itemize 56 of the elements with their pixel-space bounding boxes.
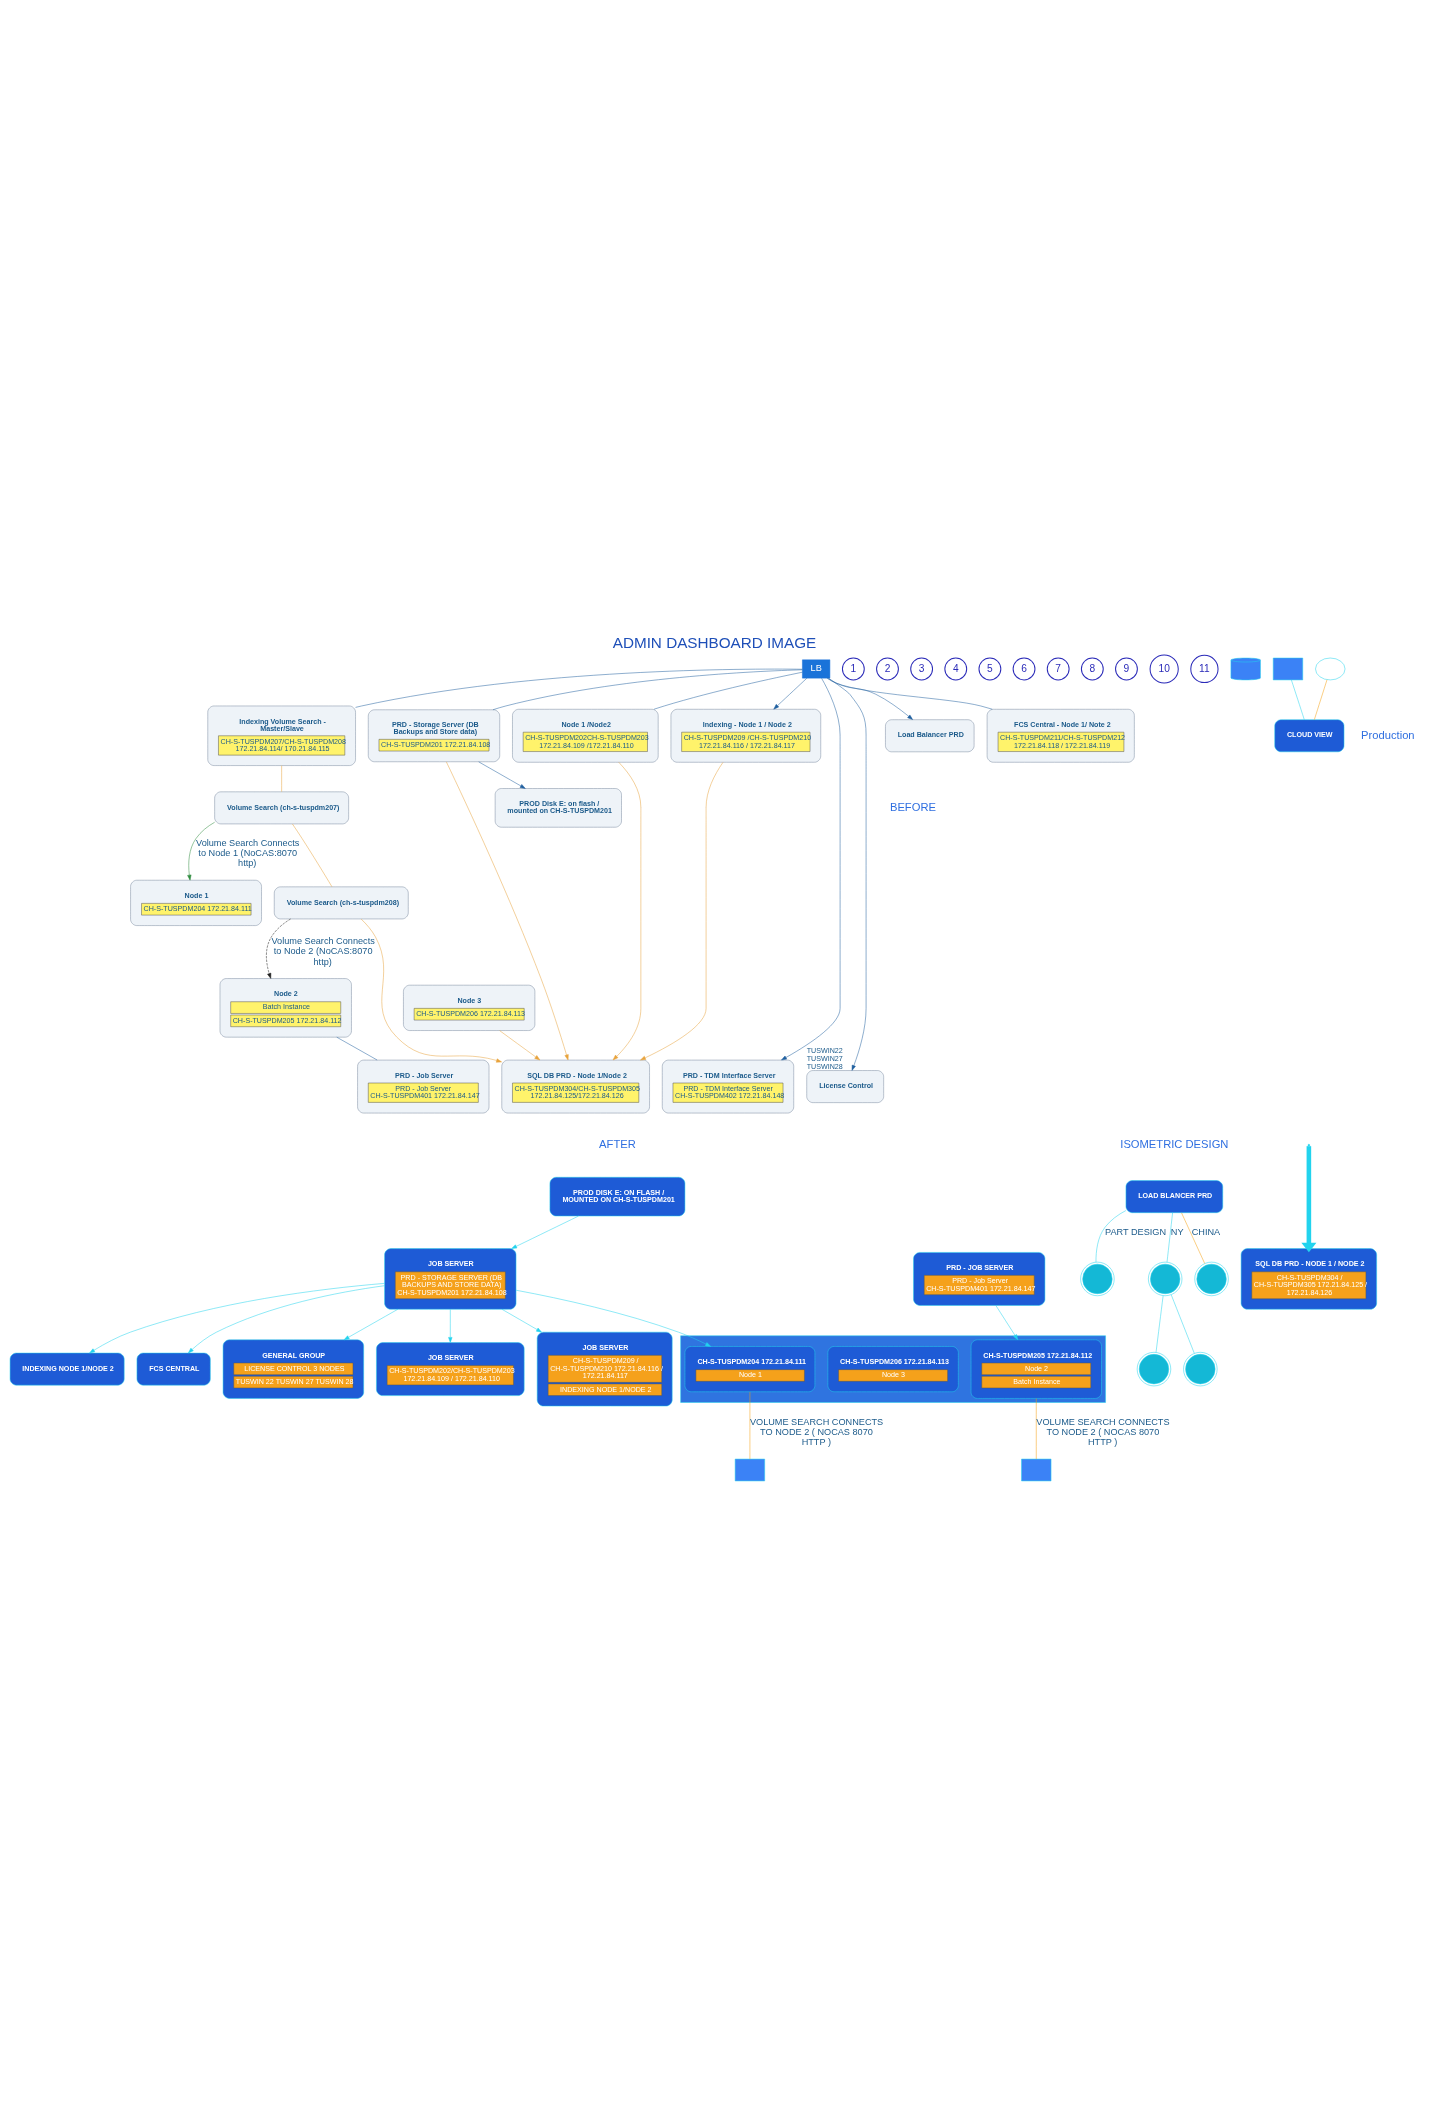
node-box [1021, 1458, 1052, 1481]
arrow [499, 1029, 541, 1060]
arrow [187, 821, 215, 880]
node-circle: 1 [841, 657, 865, 680]
connector [1155, 1295, 1164, 1353]
arrow [446, 761, 569, 1060]
node-circle: 11 [1190, 654, 1219, 683]
arrow [781, 677, 841, 1060]
node-circle: 4 [944, 657, 968, 680]
arrow [1301, 1145, 1317, 1252]
arrow [266, 918, 291, 979]
node-circle: 5 [978, 657, 1002, 680]
label: AFTER [599, 1137, 636, 1150]
node-circle: 2 [876, 657, 899, 680]
arrow [89, 1282, 385, 1353]
connector [653, 671, 803, 709]
connector [355, 668, 803, 708]
edge-label: Volume Search Connects to Node 1 (NoCAS:8070 http) [196, 837, 300, 868]
arrow [343, 1308, 399, 1340]
node-cloud [1315, 657, 1346, 680]
arrow [828, 677, 867, 1071]
connector [1095, 1209, 1127, 1262]
arrow [188, 1284, 385, 1353]
node-circle: 7 [1046, 657, 1070, 680]
node-box [1272, 657, 1303, 680]
connector [1166, 1212, 1173, 1262]
connector [1170, 1294, 1195, 1354]
connector [492, 669, 803, 710]
edge-label: PART DESIGN [1105, 1226, 1167, 1237]
diagram-title: ADMIN DASHBOARD IMAGE [612, 633, 817, 651]
connector [1291, 679, 1305, 720]
arrow [773, 677, 808, 709]
node-box: LB [802, 659, 831, 678]
connector [826, 677, 993, 709]
node-circle: 6 [1012, 657, 1036, 680]
arrow [511, 1215, 579, 1249]
node-circle: 9 [1115, 657, 1138, 680]
edge-label: VOLUME SEARCH CONNECTS TO NODE 2 ( NOCAS 8070 HTTP ) [749, 1416, 884, 1447]
arrow [478, 761, 526, 789]
arrow [515, 1289, 711, 1347]
arrow [448, 1308, 453, 1343]
label: BEFORE [889, 800, 936, 813]
node-box [734, 1458, 765, 1481]
arrow [501, 1308, 542, 1332]
node-circle: 10 [1149, 653, 1179, 684]
edge-label: NY [1170, 1226, 1184, 1237]
edge-label: Volume Search Connects to Node 2 (NoCAS:8070 http) [271, 935, 375, 966]
label: ISOMETRIC DESIGN [1120, 1137, 1229, 1150]
arrow [360, 918, 502, 1062]
node-circle: 8 [1080, 657, 1104, 680]
edge-label: VOLUME SEARCH CONNECTS TO NODE 2 ( NOCAS 8070 HTTP ) [1036, 1416, 1170, 1447]
node-circle: 3 [910, 657, 934, 680]
arrow [995, 1304, 1019, 1340]
arrow [640, 761, 724, 1060]
label: Production [1361, 728, 1415, 741]
edge-label: CHINA [1191, 1226, 1221, 1237]
